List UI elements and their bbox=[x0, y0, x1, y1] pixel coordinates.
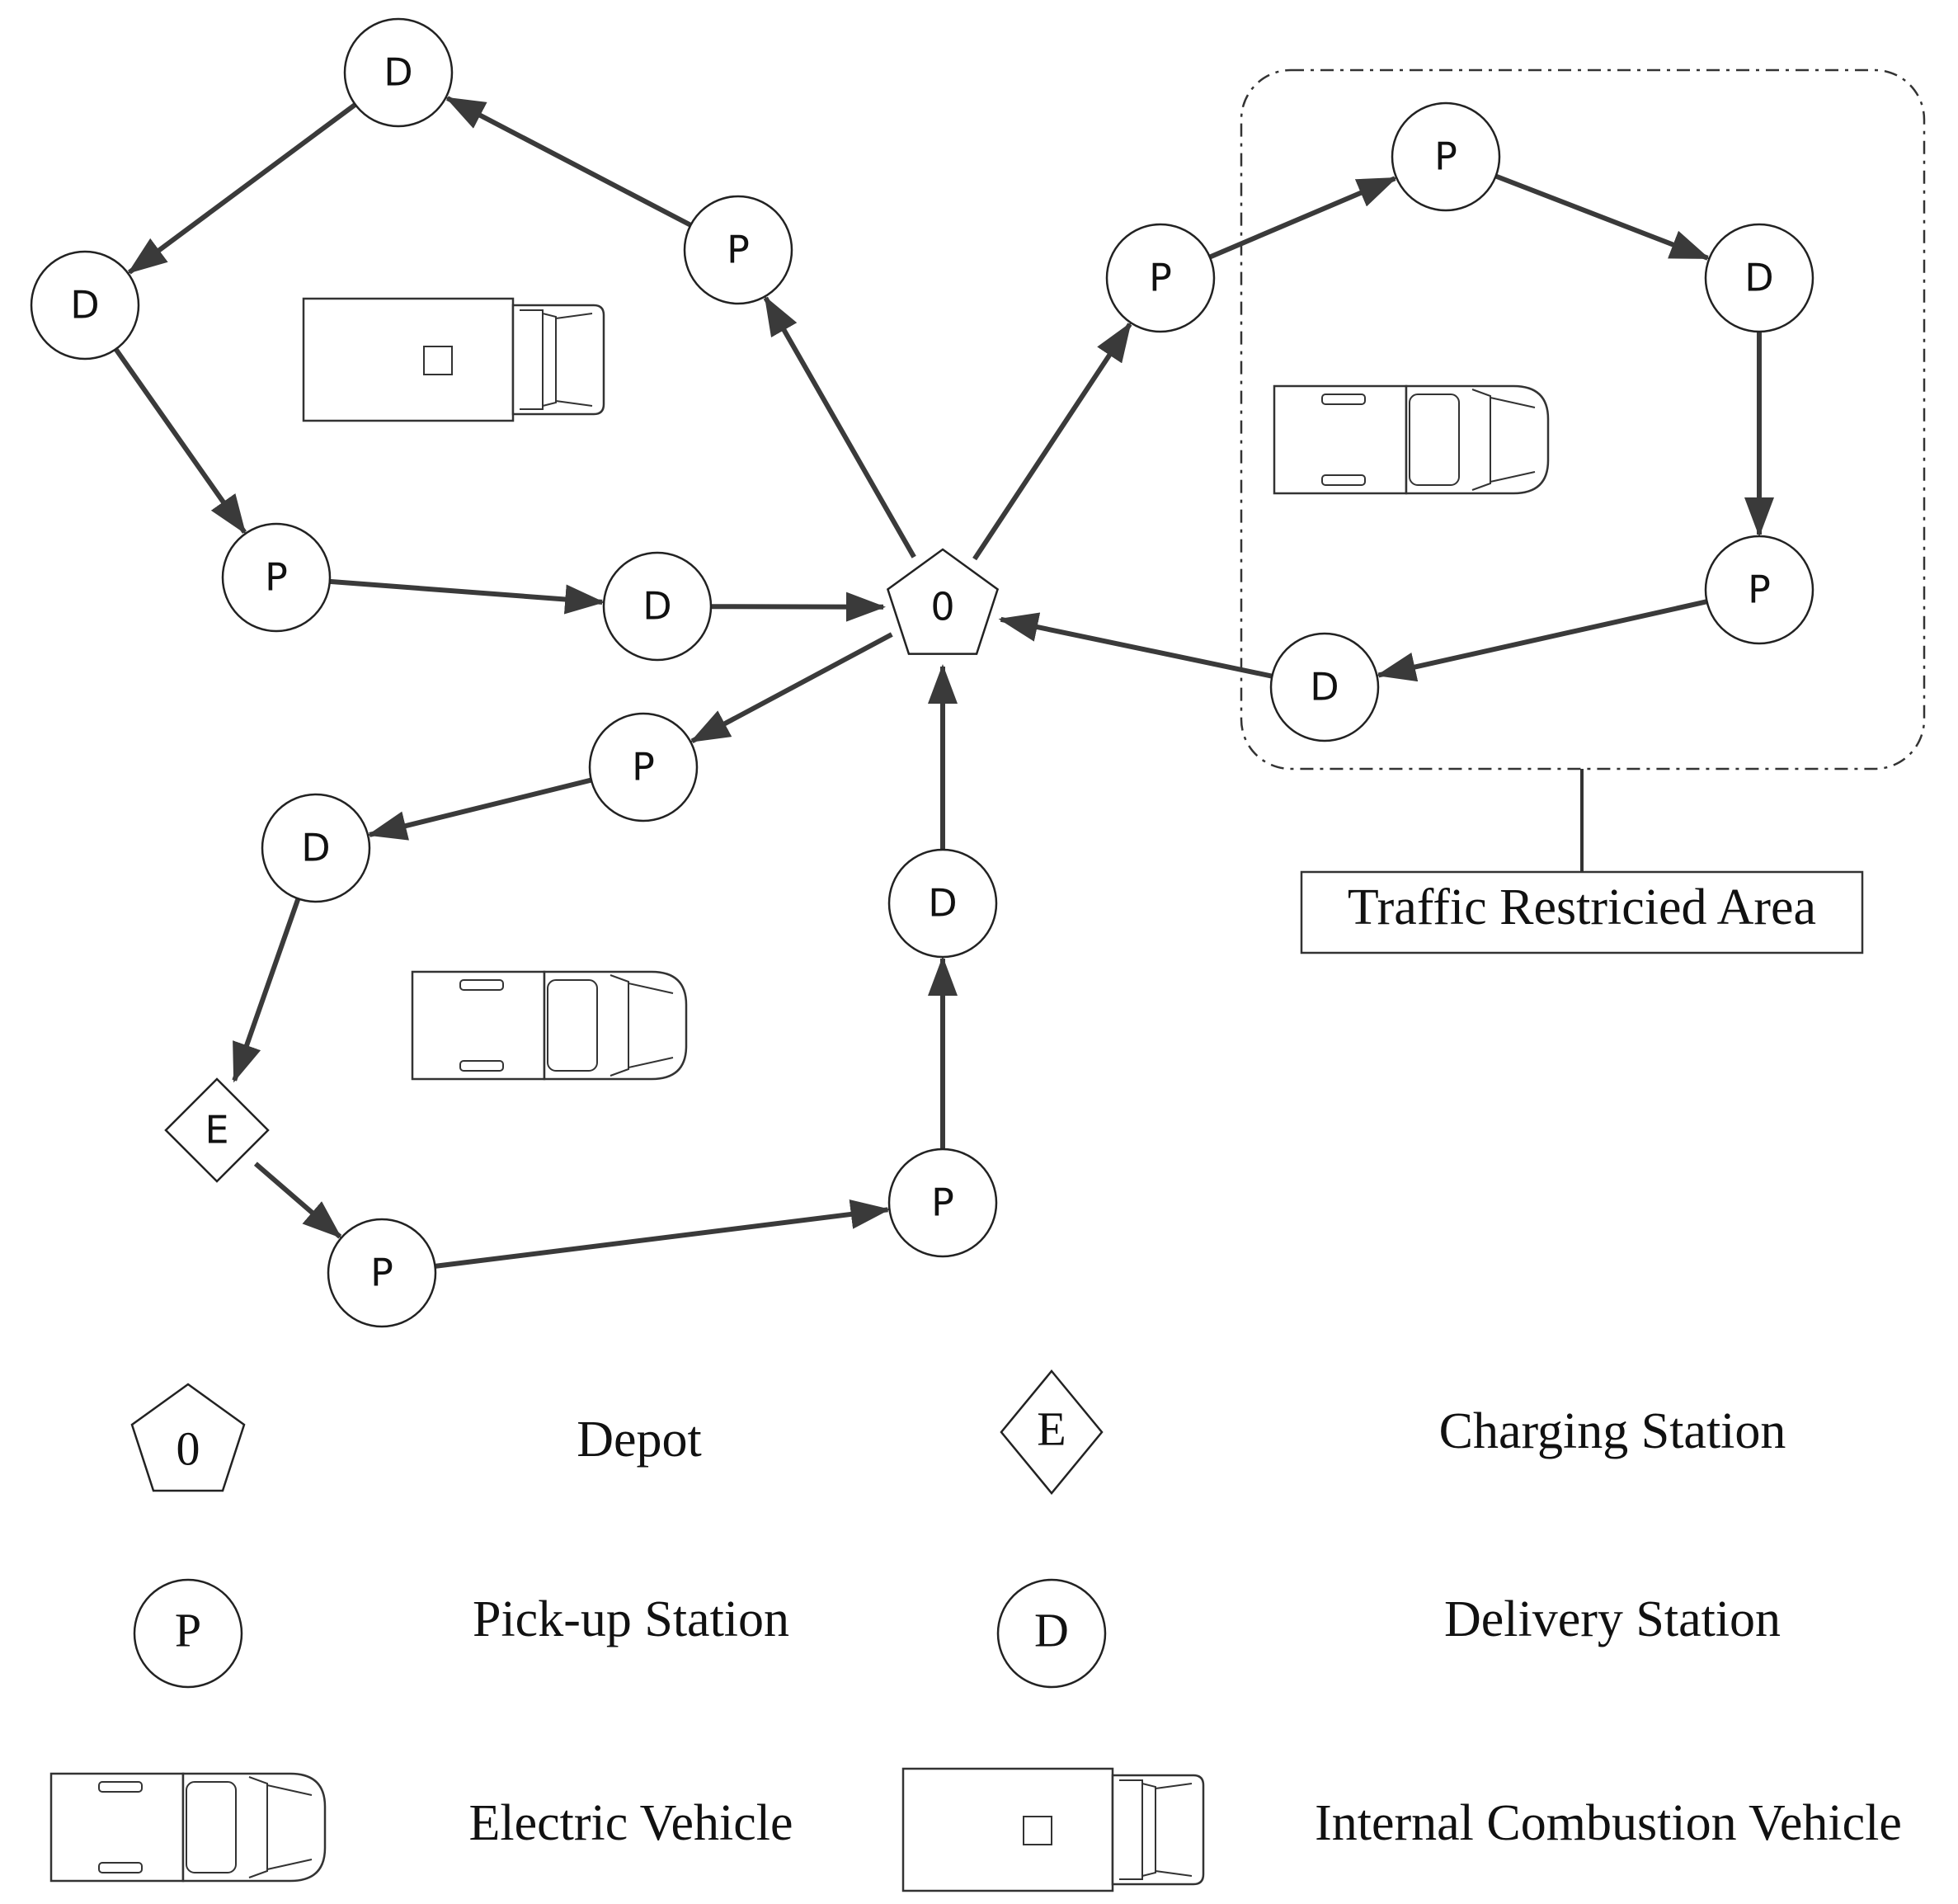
electric-vehicle-icon bbox=[49, 1772, 327, 1883]
node-p_topright2: P bbox=[1391, 101, 1501, 212]
node-p_lower3: P bbox=[887, 1148, 998, 1258]
depot-icon bbox=[130, 1383, 246, 1492]
node-label: D bbox=[70, 283, 99, 328]
pickup-station-icon bbox=[221, 522, 332, 633]
edge-p_lower2-to-p_lower3 bbox=[435, 1199, 891, 1269]
legend-depot-symbol: 0 bbox=[177, 1421, 200, 1475]
restricted-area-label-box bbox=[1300, 870, 1864, 954]
node-label: D bbox=[1310, 665, 1339, 709]
internal-combustion-vehicle-icon bbox=[901, 1767, 1205, 1892]
node-p_right: P bbox=[1704, 535, 1814, 645]
node-label: D bbox=[928, 881, 957, 926]
pickup-station-icon bbox=[588, 712, 699, 822]
legend-depot: 0 Depot bbox=[130, 1383, 702, 1492]
node-d_right: D bbox=[1704, 223, 1814, 333]
pickup-station-icon bbox=[133, 1578, 243, 1689]
vehicle-ev-restricted bbox=[1273, 384, 1550, 495]
node-p_lower2: P bbox=[327, 1218, 437, 1328]
edge-p_lower1-to-d_lower1 bbox=[367, 777, 592, 841]
node-d_restricted: D bbox=[1269, 632, 1380, 742]
node-label: P bbox=[265, 555, 288, 600]
edge-d_top-to-d_left bbox=[127, 102, 357, 275]
node-label: P bbox=[1434, 134, 1457, 179]
node-label: D bbox=[642, 584, 671, 629]
delivery-station-icon bbox=[1269, 632, 1380, 742]
delivery-station-icon bbox=[1704, 223, 1814, 333]
edge-e_station-to-p_lower2 bbox=[253, 1162, 342, 1239]
edge-d_restricted-to-depot bbox=[998, 612, 1273, 679]
edge-p_topright1-to-p_topright2 bbox=[1208, 176, 1398, 260]
delivery-station-icon bbox=[887, 848, 998, 959]
restricted-area-boundary bbox=[1240, 68, 1926, 771]
edge-depot-to-p_topleft bbox=[763, 295, 916, 558]
node-label: E bbox=[205, 1108, 228, 1152]
delivery-station-icon bbox=[343, 17, 454, 128]
node-d_lower1: D bbox=[261, 793, 371, 903]
delivery-station-icon bbox=[602, 551, 713, 662]
node-label: D bbox=[301, 826, 330, 870]
node-label: P bbox=[1748, 568, 1771, 612]
legend-delivery: D Delivery Station bbox=[996, 1578, 1781, 1689]
legend-depot-label: Depot bbox=[577, 1412, 702, 1468]
edge-p_left-to-d_midleft bbox=[329, 578, 605, 615]
node-depot: 0 bbox=[886, 548, 1000, 655]
legend-icv: Internal Combustion Vehicle bbox=[901, 1767, 1902, 1892]
delivery-station-icon bbox=[261, 793, 371, 903]
route-edges bbox=[113, 96, 1774, 1269]
legend-electric-vehicle: Electric Vehicle bbox=[49, 1772, 793, 1883]
legend-pickup-symbol: P bbox=[175, 1603, 201, 1657]
edge-p_right-to-d_restricted bbox=[1376, 599, 1708, 682]
node-label: P bbox=[931, 1181, 954, 1225]
node-d_top: D bbox=[343, 17, 454, 128]
node-label: P bbox=[370, 1251, 393, 1295]
vehicle-icv-route1 bbox=[302, 297, 605, 422]
pickup-station-icon bbox=[1105, 223, 1216, 333]
legend-delivery-label: Delivery Station bbox=[1444, 1591, 1781, 1647]
pickup-station-icon bbox=[887, 1148, 998, 1258]
node-label: P bbox=[1149, 256, 1172, 300]
pickup-station-icon bbox=[1704, 535, 1814, 645]
node-p_left: P bbox=[221, 522, 332, 633]
edge-d_lower1-to-e_station bbox=[232, 898, 301, 1083]
legend-delivery-symbol: D bbox=[1034, 1603, 1069, 1657]
legend-charging-label: Charging Station bbox=[1439, 1403, 1786, 1459]
legend-charging-symbol: E bbox=[1037, 1402, 1066, 1455]
delivery-station-icon bbox=[996, 1578, 1107, 1689]
legend-icv-label: Internal Combustion Vehicle bbox=[1315, 1795, 1902, 1851]
node-e_station: E bbox=[164, 1077, 270, 1183]
node-p_lower1: P bbox=[588, 712, 699, 822]
delivery-station-icon bbox=[30, 250, 140, 361]
legend-pickup-label: Pick-up Station bbox=[473, 1591, 789, 1647]
edge-depot-to-p_topright1 bbox=[972, 322, 1132, 561]
node-label: D bbox=[384, 50, 412, 95]
edge-p_topright2-to-d_right bbox=[1494, 173, 1711, 261]
edge-d_left-to-p_left bbox=[113, 347, 247, 535]
edge-p_topleft-to-d_top bbox=[445, 96, 692, 228]
node-d_lower2: D bbox=[887, 848, 998, 959]
node-d_left: D bbox=[30, 250, 140, 361]
node-label: P bbox=[632, 745, 655, 789]
legend-pickup: P Pick-up Station bbox=[133, 1578, 789, 1689]
edge-depot-to-p_lower1 bbox=[690, 632, 893, 744]
legend: 0 Depot E Charging Station P Pick-up Sta… bbox=[49, 1369, 1902, 1892]
node-label: P bbox=[727, 228, 750, 272]
legend-charging: E Charging Station bbox=[1000, 1369, 1786, 1495]
restricted-area-label: Traffic Restricied Area bbox=[1348, 879, 1816, 936]
node-p_topleft: P bbox=[683, 195, 793, 305]
pickup-station-icon bbox=[683, 195, 793, 305]
node-label: D bbox=[1744, 256, 1773, 300]
vehicle-ev-route3 bbox=[411, 970, 688, 1081]
edge-d_midleft-to-depot bbox=[710, 591, 886, 622]
node-label: 0 bbox=[930, 585, 954, 629]
depot-icon bbox=[886, 548, 1000, 655]
charging-station-icon bbox=[164, 1077, 270, 1183]
node-p_topright1: P bbox=[1105, 223, 1216, 333]
legend-ev-label: Electric Vehicle bbox=[468, 1795, 793, 1851]
pickup-station-icon bbox=[1391, 101, 1501, 212]
node-d_midleft: D bbox=[602, 551, 713, 662]
pickup-station-icon bbox=[327, 1218, 437, 1328]
charging-station-icon bbox=[1000, 1369, 1104, 1495]
